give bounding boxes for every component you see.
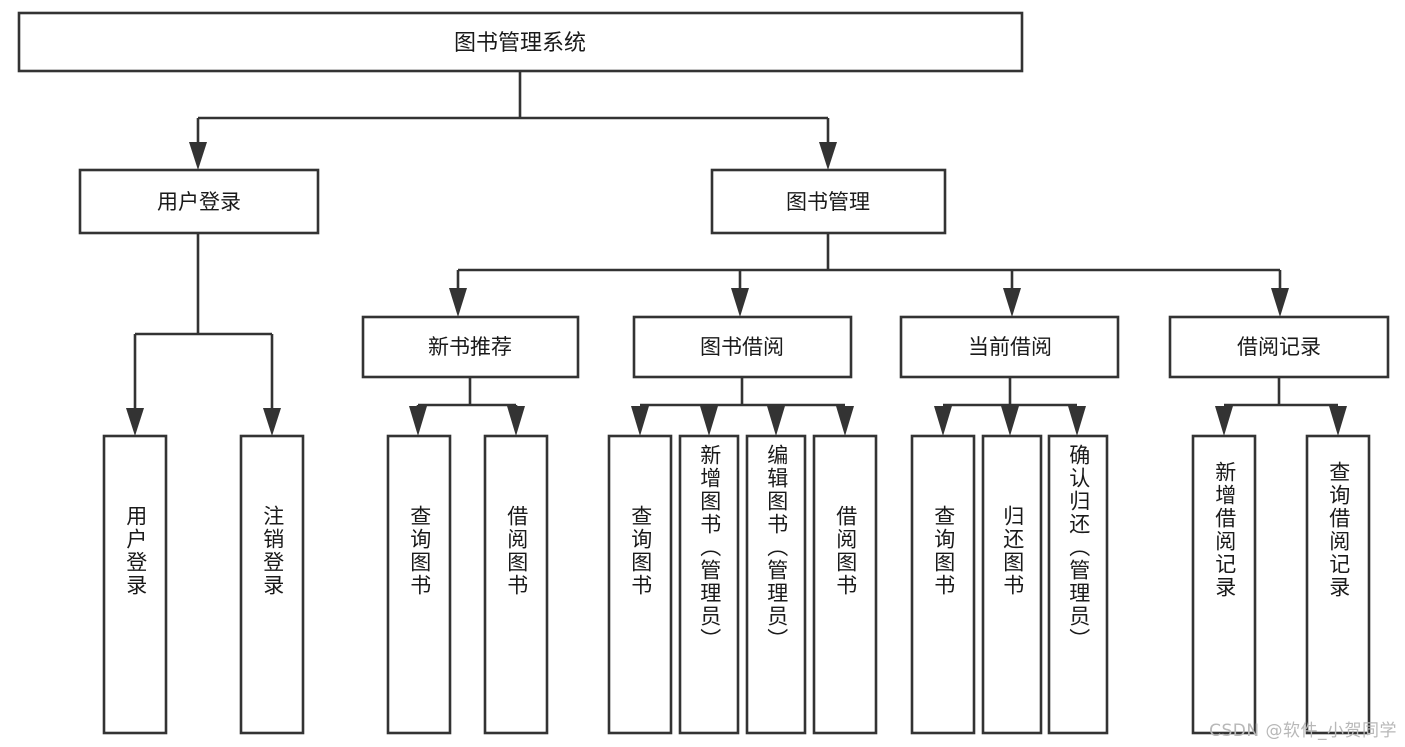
leaf-boxes-group xyxy=(102,434,1371,735)
node-root[interactable]: 图书管理系统 xyxy=(17,11,1024,73)
arrow-bb-to-leaf3-icon xyxy=(767,406,785,436)
node-book-management[interactable]: 图书管理 xyxy=(710,168,947,235)
arrow-bm-to-new-book-icon xyxy=(449,288,467,317)
arrow-bm-to-current-borrow-icon xyxy=(1003,288,1021,317)
edge-group-borrow-record xyxy=(1215,377,1347,436)
leaf-query-book-2-box[interactable] xyxy=(607,434,673,735)
arrow-br-to-leaf1-icon xyxy=(1215,406,1233,436)
arrow-cb-to-leaf3-icon xyxy=(1068,406,1086,436)
leaf-user-login-box[interactable] xyxy=(102,434,168,735)
leaf-logout-login-box[interactable] xyxy=(239,434,305,735)
leaf-confirm-return-box[interactable] xyxy=(1047,434,1109,735)
edge-group-current-borrow xyxy=(934,377,1086,436)
node-new-book-recommend[interactable]: 新书推荐 xyxy=(361,315,580,379)
arrow-nbr-to-leaf2-icon xyxy=(507,406,525,436)
leaf-borrow-book-1-box[interactable] xyxy=(483,434,549,735)
node-user-login[interactable]: 用户登录 xyxy=(78,168,320,235)
node-current-borrow-box[interactable] xyxy=(899,315,1120,379)
node-book-borrow[interactable]: 图书借阅 xyxy=(632,315,853,379)
leaf-borrow-book-2-box[interactable] xyxy=(812,434,878,735)
edge-group-book-borrow xyxy=(631,377,854,436)
node-book-borrow-label: 图书借阅 xyxy=(700,335,784,359)
node-borrow-record[interactable]: 借阅记录 xyxy=(1168,315,1390,379)
node-book-management-label: 图书管理 xyxy=(786,190,870,214)
arrow-nbr-to-leaf1-icon xyxy=(409,406,427,436)
leaf-add-book-box[interactable] xyxy=(678,434,740,735)
leaf-query-book-1-box[interactable] xyxy=(386,434,452,735)
arrow-bm-to-book-borrow-icon xyxy=(731,288,749,317)
edge-group-book-management xyxy=(449,233,1289,317)
arrow-bb-to-leaf2-icon xyxy=(700,406,718,436)
leaf-return-book-box[interactable] xyxy=(981,434,1043,735)
arrow-br-to-leaf2-icon xyxy=(1329,406,1347,436)
node-root-label: 图书管理系统 xyxy=(454,31,586,56)
edge-group-user-login xyxy=(126,233,281,436)
leaf-query-book-3-box[interactable] xyxy=(910,434,976,735)
arrow-cb-to-leaf2-icon xyxy=(1001,406,1019,436)
node-book-management-box[interactable] xyxy=(710,168,947,235)
leaf-add-record-box[interactable] xyxy=(1191,434,1257,735)
watermark: CSDN @软件_小贺同学 xyxy=(1209,721,1397,741)
node-user-login-label: 用户登录 xyxy=(157,190,241,214)
node-current-borrow-label: 当前借阅 xyxy=(968,335,1052,359)
edge-group-new-book-recommend xyxy=(409,377,525,436)
arrow-root-to-user-login-icon xyxy=(189,142,207,170)
node-new-book-recommend-box[interactable] xyxy=(361,315,580,379)
node-borrow-record-box[interactable] xyxy=(1168,315,1390,379)
edge-group-root xyxy=(189,71,837,170)
arrow-root-to-book-management-icon xyxy=(819,142,837,170)
node-borrow-record-label: 借阅记录 xyxy=(1237,335,1321,359)
arrow-bb-to-leaf4-icon xyxy=(836,406,854,436)
arrow-bm-to-borrow-record-icon xyxy=(1271,288,1289,317)
node-current-borrow[interactable]: 当前借阅 xyxy=(899,315,1120,379)
leaf-query-record-box[interactable] xyxy=(1305,434,1371,735)
arrow-ul-to-leaf2-icon xyxy=(263,408,281,436)
arrow-bb-to-leaf1-icon xyxy=(631,406,649,436)
node-new-book-recommend-label: 新书推荐 xyxy=(428,335,512,359)
node-book-borrow-box[interactable] xyxy=(632,315,853,379)
node-root-box[interactable] xyxy=(17,11,1024,73)
arrow-ul-to-leaf1-icon xyxy=(126,408,144,436)
arrow-cb-to-leaf1-icon xyxy=(934,406,952,436)
leaf-edit-book-box[interactable] xyxy=(745,434,807,735)
node-user-login-box[interactable] xyxy=(78,168,320,235)
